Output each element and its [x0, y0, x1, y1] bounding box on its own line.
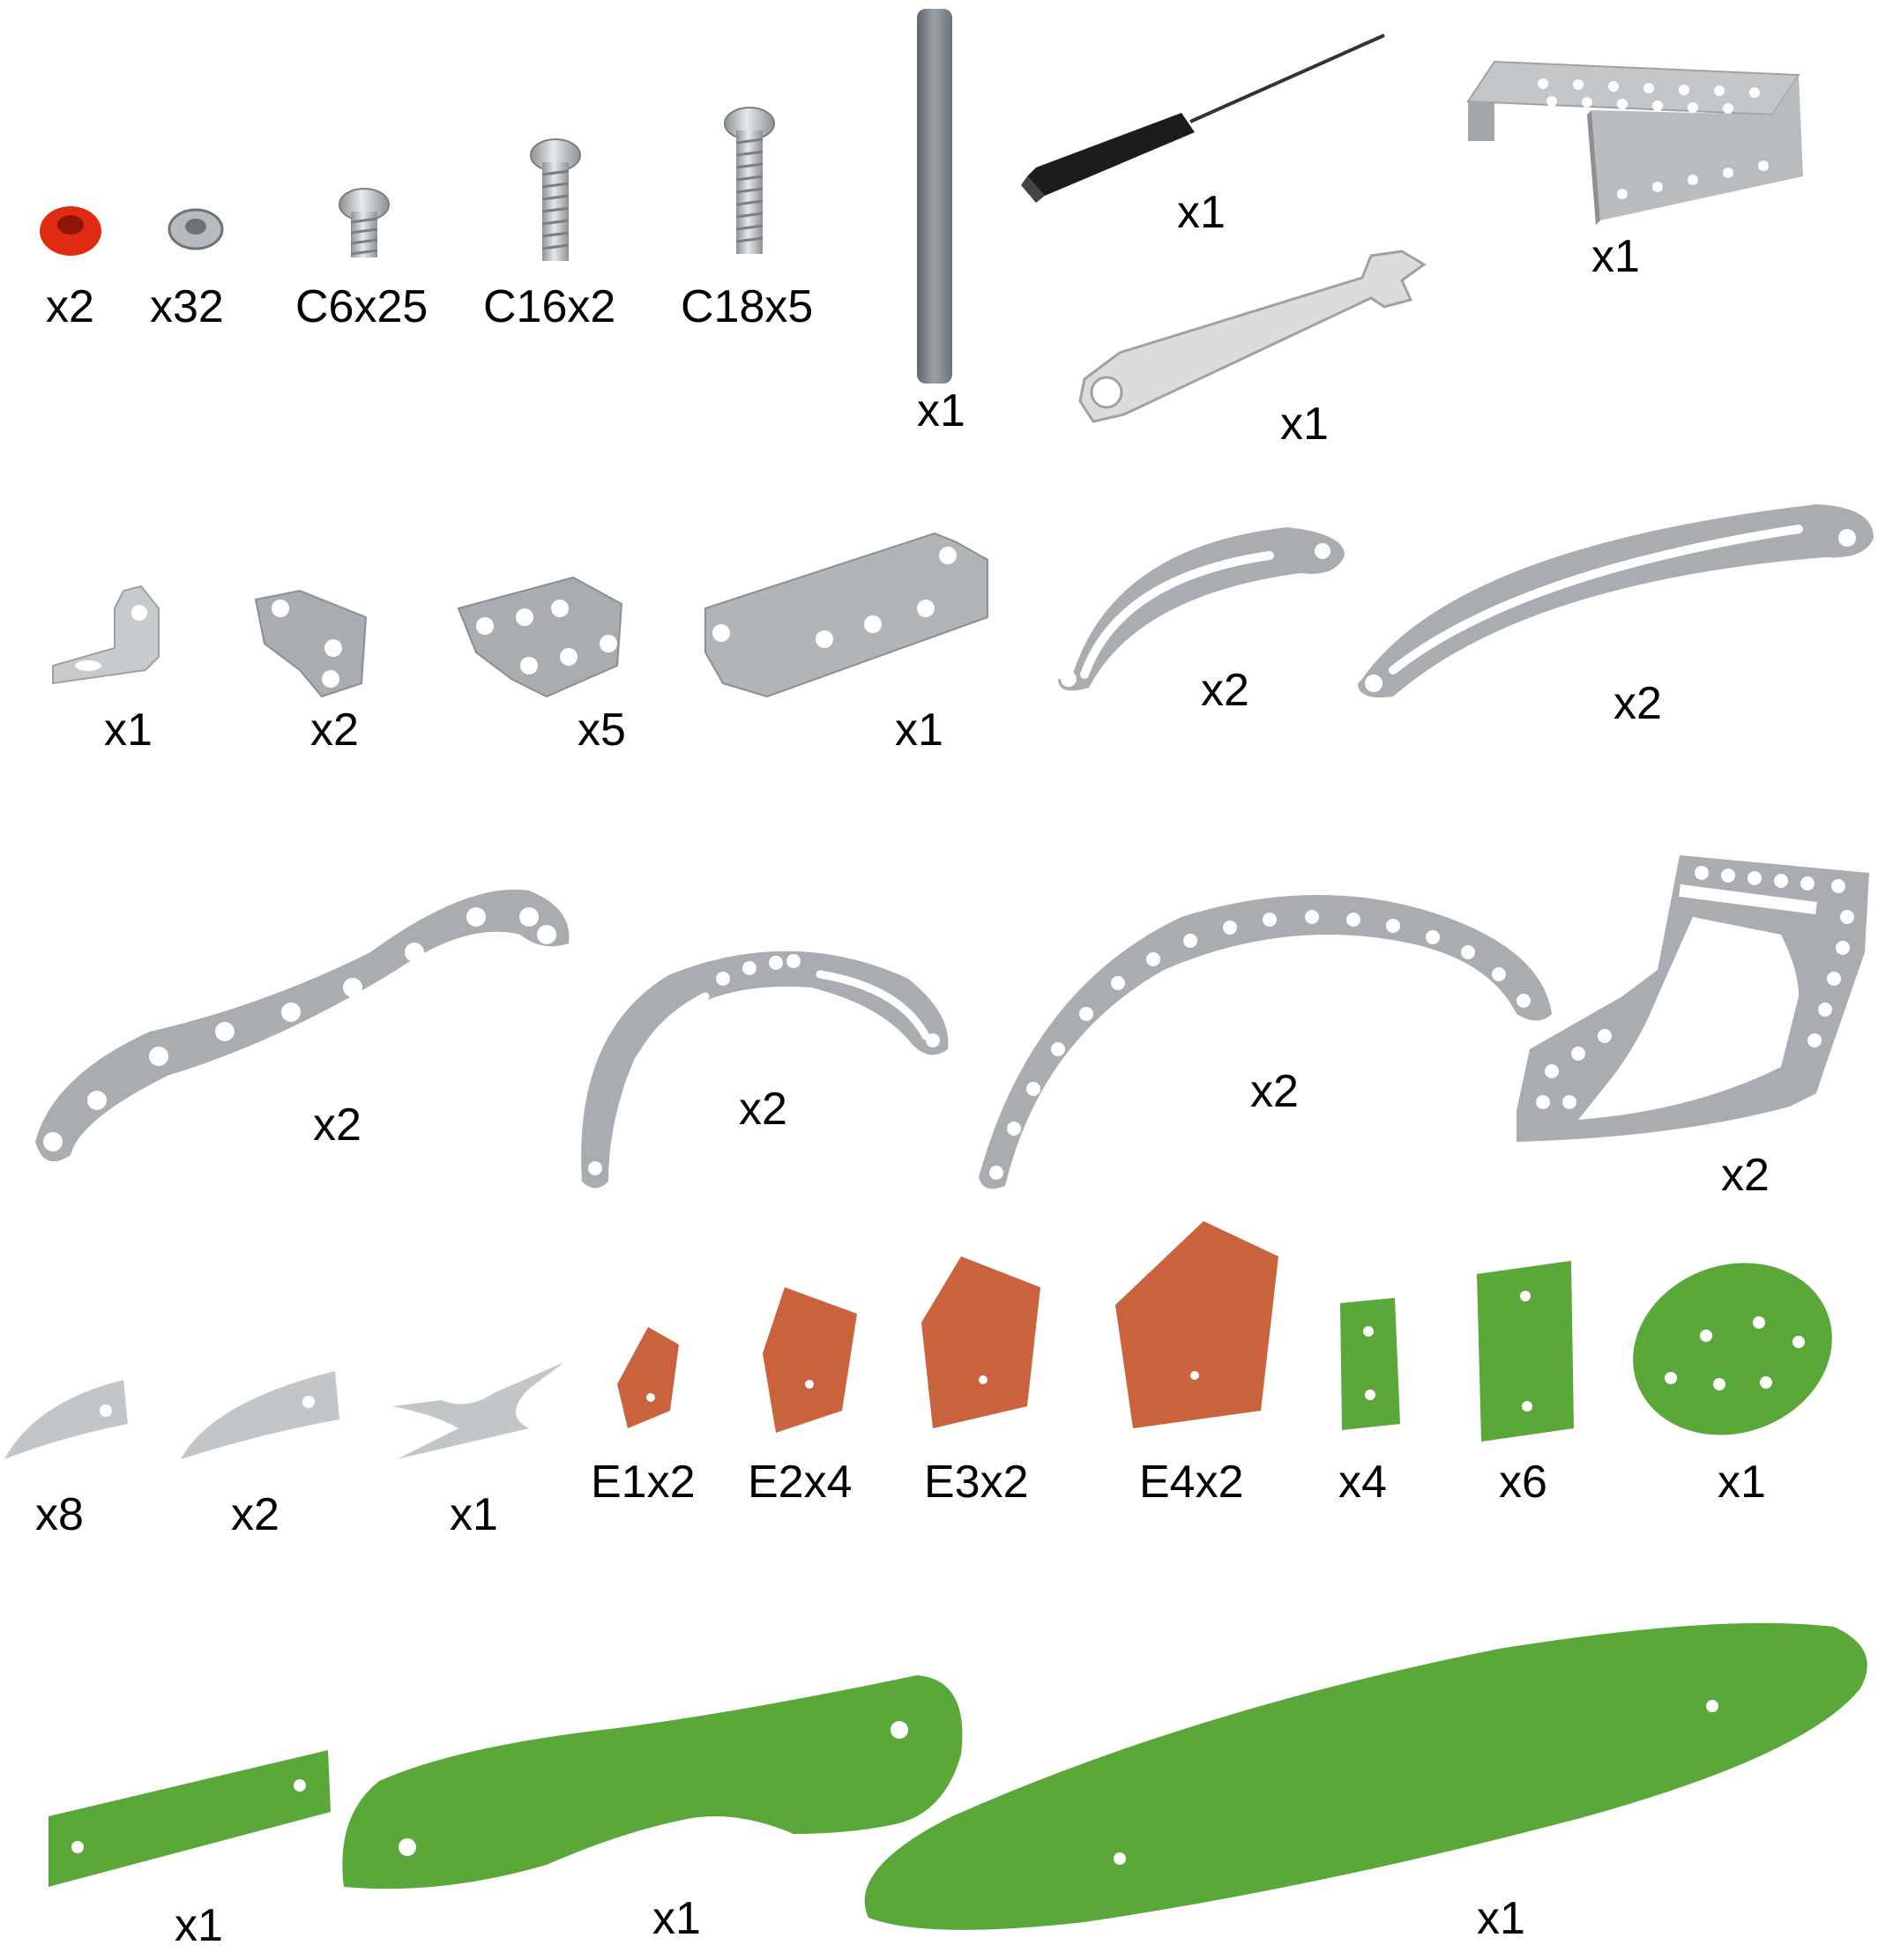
double-bracket-wide [457, 576, 623, 698]
angle-bracket-qty-label: x1 [104, 704, 153, 756]
axle-qty-label: x1 [917, 385, 965, 436]
blade-medium [181, 1371, 339, 1459]
s-strip-qty-label: x2 [313, 1099, 361, 1151]
e2-label: E2x4 [748, 1457, 853, 1508]
green-rect-large-qty-label: x6 [1499, 1457, 1547, 1508]
blade-small [4, 1380, 128, 1459]
e3-label: E3x2 [924, 1457, 1029, 1508]
screw-c6-label: C6x25 [295, 281, 429, 332]
green-long-oval-qty-label: x1 [1477, 1893, 1525, 1944]
long-bracket-qty-label: x1 [895, 704, 943, 756]
green-rect-small-qty-label: x4 [1338, 1457, 1387, 1508]
h-piece [392, 1362, 564, 1459]
double-bracket [254, 589, 368, 698]
large-arc-qty-label: x2 [1250, 1066, 1299, 1117]
screwdriver [1021, 34, 1385, 203]
e2-plate [763, 1287, 857, 1433]
angle-bracket [52, 585, 160, 685]
green-strip-qty-label: x1 [175, 1900, 223, 1951]
slotted-arc [581, 950, 949, 1189]
wrench-qty-label: x1 [1280, 399, 1329, 450]
u-plate [1466, 60, 1803, 225]
u-plate-qty-label: x1 [1591, 231, 1640, 282]
long-curved-strip [1358, 504, 1874, 697]
green-rect-large [1477, 1261, 1574, 1442]
h-piece-qty-label: x1 [450, 1489, 498, 1540]
green-strip [48, 1750, 331, 1887]
slotted-arc-qty-label: x2 [739, 1084, 787, 1135]
large-arc [979, 895, 1552, 1189]
frame-plate [1517, 855, 1869, 1142]
long-curved-strip-qty-label: x2 [1613, 678, 1662, 729]
short-curved-strip [1058, 527, 1345, 691]
nut-qty-label: x32 [150, 281, 224, 332]
axle-rod [917, 9, 952, 384]
spacer-qty-label: x2 [46, 281, 94, 332]
screw-c6 [339, 188, 390, 257]
green-curved-panel [342, 1675, 963, 1889]
screw-c16 [530, 138, 581, 261]
screw-c16-label: C16x2 [483, 281, 616, 332]
blade-small-qty-label: x8 [35, 1489, 84, 1540]
double-bracket-qty-label: x2 [310, 704, 359, 756]
e4-plate [1115, 1221, 1278, 1428]
hex-nut [168, 208, 224, 250]
short-curved-strip-qty-label: x2 [1201, 665, 1249, 716]
double-bracket-wide-qty-label: x5 [578, 704, 626, 756]
green-oval-qty-label: x1 [1718, 1457, 1766, 1508]
green-oval [1633, 1263, 1832, 1435]
screw-c18 [724, 107, 775, 254]
frame-plate-qty-label: x2 [1721, 1150, 1770, 1201]
red-spacer [40, 206, 101, 256]
long-bracket [704, 532, 988, 698]
e1-label: E1x2 [591, 1457, 696, 1508]
green-long-oval [864, 1622, 1867, 1930]
green-curved-panel-qty-label: x1 [652, 1893, 701, 1944]
e4-label: E4x2 [1139, 1457, 1244, 1508]
green-rect-small [1340, 1298, 1400, 1430]
blade-medium-qty-label: x2 [231, 1489, 279, 1540]
screw-c18-label: C18x5 [681, 281, 814, 332]
s-strip [35, 889, 570, 1162]
e1-plate [617, 1327, 679, 1428]
screwdriver-qty-label: x1 [1177, 187, 1226, 238]
wrench [1078, 250, 1427, 423]
e3-plate [921, 1256, 1040, 1428]
